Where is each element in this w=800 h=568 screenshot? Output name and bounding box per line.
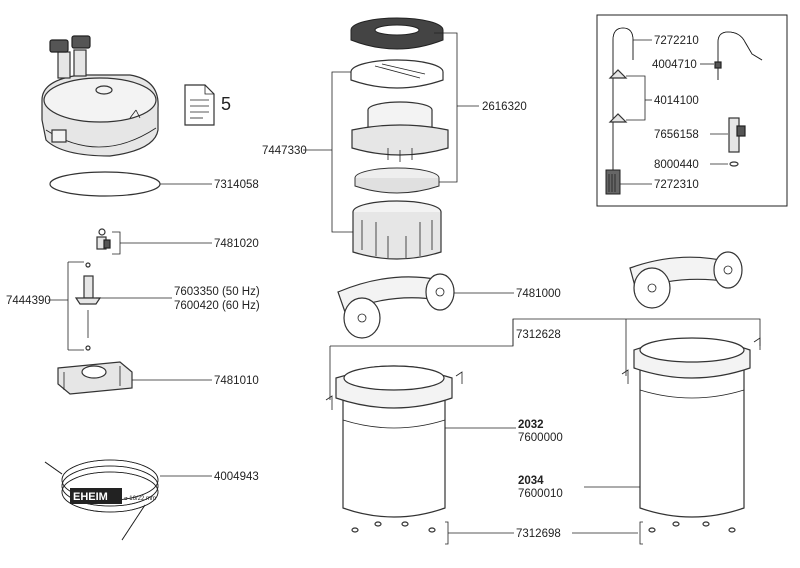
basket-lid xyxy=(350,59,444,89)
label-7600420: 7600420 (60 Hz) xyxy=(174,300,260,312)
label-7481000: 7481000 xyxy=(516,288,561,300)
label-7272210: 7272210 xyxy=(654,35,699,47)
label-7603350: 7603350 (50 Hz) xyxy=(174,286,260,298)
accessory-box xyxy=(596,14,788,207)
label-4004943: 4004943 xyxy=(214,471,259,483)
impeller-parts xyxy=(96,228,111,250)
canister-feet-small xyxy=(351,521,436,533)
label-7444390: 7444390 xyxy=(6,295,51,307)
label-7481010: 7481010 xyxy=(214,375,259,387)
manual-document-icon xyxy=(184,84,215,126)
hose-size-label: ⌀ 16/22 mm xyxy=(124,496,156,502)
hose-coil: EHEIM ⌀ 16/22 mm xyxy=(44,459,159,541)
carrying-handle-right xyxy=(629,251,743,309)
label-4014100: 4014100 xyxy=(654,95,699,107)
model-2032-label: 2032 xyxy=(518,419,544,431)
label-7600010: 7600010 xyxy=(518,488,563,500)
white-filter-pad xyxy=(354,167,440,194)
upper-filter-basket xyxy=(351,101,449,162)
o-ring xyxy=(49,171,161,197)
impeller-holder xyxy=(57,361,133,395)
label-7272310: 7272310 xyxy=(654,179,699,191)
label-8000440: 8000440 xyxy=(654,159,699,171)
label-7481020: 7481020 xyxy=(214,238,259,250)
label-2616320: 2616320 xyxy=(482,101,527,113)
intake-tube-accessories xyxy=(605,27,763,195)
label-7312628: 7312628 xyxy=(516,329,561,341)
impeller xyxy=(74,262,102,351)
model-2034-label: 2034 xyxy=(518,475,544,487)
carrying-handle-middle xyxy=(337,273,455,339)
label-7447330: 7447330 xyxy=(262,145,307,157)
canister-feet-large xyxy=(648,521,736,533)
label-7600000: 7600000 xyxy=(518,432,563,444)
lower-filter-basket xyxy=(352,200,442,260)
label-7312698: 7312698 xyxy=(516,528,561,540)
label-4004710: 4004710 xyxy=(652,59,697,71)
pump-head xyxy=(41,35,159,157)
label-7314058: 7314058 xyxy=(214,179,259,191)
canister-2034 xyxy=(621,337,761,518)
filter-pad-ring xyxy=(350,17,444,50)
label-7656158: 7656158 xyxy=(654,129,699,141)
canister-2032 xyxy=(325,365,463,518)
manual-reference-number: 5 xyxy=(221,94,231,114)
hose-brand-label: EHEIM xyxy=(73,491,108,503)
